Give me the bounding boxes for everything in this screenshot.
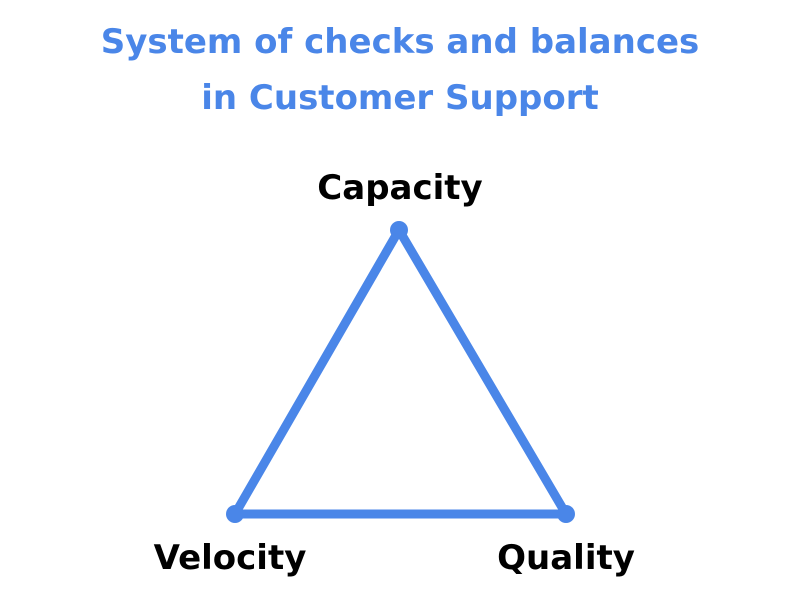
- vertex-label-quality: Quality: [497, 538, 635, 578]
- vertex-dot-capacity: [390, 221, 408, 239]
- vertex-dot-quality: [557, 505, 575, 523]
- edge-capacity-quality: [394, 225, 571, 519]
- diagram-title: System of checks and balances in Custome…: [0, 14, 800, 126]
- title-line-1: System of checks and balances: [100, 22, 700, 62]
- vertex-dot-velocity: [226, 505, 244, 523]
- vertex-label-capacity: Capacity: [317, 168, 483, 208]
- title-line-2: in Customer Support: [201, 78, 599, 118]
- vertex-label-velocity: Velocity: [153, 538, 307, 578]
- edge-capacity-velocity: [230, 225, 404, 519]
